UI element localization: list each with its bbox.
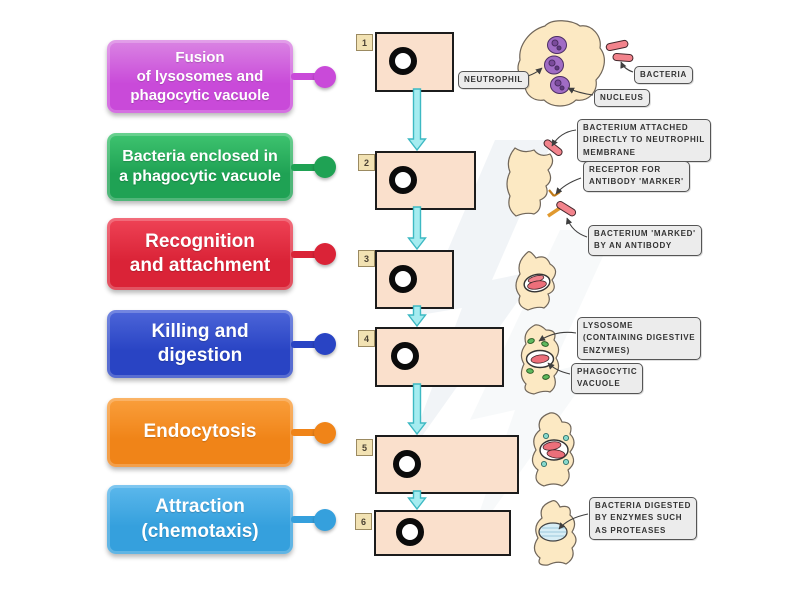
- endocytosis-illustration: [515, 251, 557, 311]
- connector-dot[interactable]: [314, 65, 336, 88]
- lysosome-illustration: [520, 324, 560, 395]
- annotation-nucleus: NUCLEUS: [594, 89, 650, 108]
- card-text: Recognition and attachment: [129, 230, 271, 276]
- annotation-bacteria-digested: BACTERIA DIGESTED BY ENZYMES SUCH AS PRO…: [589, 497, 698, 541]
- connector-stem: [291, 73, 323, 80]
- forming-vacuole: [523, 273, 551, 293]
- drop-target-ring[interactable]: [396, 518, 424, 546]
- label-card-attraction[interactable]: Attraction (chemotaxis): [107, 485, 336, 554]
- drop-target-ring[interactable]: [393, 450, 421, 478]
- step-number-6: 6: [355, 513, 372, 530]
- annotation-lysosome: LYSOSOME (CONTAINING DIGESTIVE ENZYMES): [577, 317, 702, 361]
- label-card-enclosed[interactable]: Bacteria enclosed in a phagocytic vacuol…: [107, 133, 336, 201]
- attachment-illustration: [506, 139, 577, 218]
- label-card-endocytosis[interactable]: Endocytosis: [107, 398, 336, 467]
- step-number-2: 2: [358, 154, 375, 171]
- card-text: Attraction (chemotaxis): [141, 496, 259, 542]
- cell-body: [520, 324, 560, 395]
- cell-membrane: [506, 147, 554, 217]
- digestion-illustration: [533, 500, 577, 566]
- marked-bacterium: [556, 200, 577, 217]
- answer-box-1[interactable]: [375, 32, 454, 92]
- fused-vacuole: [539, 439, 569, 461]
- antibody-marker: [547, 206, 561, 218]
- lysosome-granules: [526, 338, 550, 380]
- cell-body: [517, 20, 605, 107]
- connector-stem: [291, 516, 323, 523]
- fusing-lysosomes: [540, 432, 570, 468]
- connector-stem: [291, 163, 323, 171]
- connector-stem: [291, 250, 323, 258]
- answer-box-5[interactable]: [375, 435, 519, 494]
- receptor: [548, 189, 561, 197]
- label-card-fusion[interactable]: Fusion of lysosomes and phagocytic vacuo…: [107, 40, 336, 113]
- step-number-1: 1: [356, 34, 373, 51]
- fusion-illustration: [531, 412, 575, 487]
- card-text: Killing and digestion: [151, 320, 249, 366]
- card-text: Endocytosis: [143, 421, 257, 443]
- connector-dot[interactable]: [314, 333, 336, 355]
- phagocytic-vacuole: [525, 349, 555, 369]
- flow-arrow-down-5: [407, 490, 427, 510]
- engulfed-bacterium: [527, 280, 547, 290]
- drop-target-ring[interactable]: [391, 342, 419, 370]
- connector-dot[interactable]: [314, 156, 336, 178]
- annotation-neutrophil: NEUTROPHIL: [458, 71, 529, 90]
- nucleus-lobes: [544, 36, 570, 94]
- connector-dot[interactable]: [314, 421, 336, 444]
- answer-box-4[interactable]: [375, 327, 504, 387]
- connector-dot[interactable]: [314, 508, 336, 531]
- connector-stem: [291, 429, 323, 436]
- drop-target-ring[interactable]: [389, 265, 417, 293]
- card-text: Bacteria enclosed in a phagocytic vacuol…: [119, 147, 281, 185]
- step-number-3: 3: [358, 250, 375, 267]
- annotation-bacterium-attached: BACTERIUM ATTACHED DIRECTLY TO NEUTROPHI…: [577, 119, 711, 163]
- answer-box-3[interactable]: [375, 250, 454, 309]
- step-number-5: 5: [356, 439, 373, 456]
- answer-box-2[interactable]: [375, 151, 476, 210]
- label-card-recognition[interactable]: Recognition and attachment: [107, 218, 336, 290]
- flow-arrow-down-2: [407, 206, 427, 250]
- annotation-bacterium-marked: BACTERIUM 'MARKED' BY AN ANTIBODY: [588, 225, 702, 256]
- free-bacteria: [605, 39, 634, 62]
- label-card-killing[interactable]: Killing and digestion: [107, 310, 336, 378]
- step-number-4: 4: [358, 330, 375, 347]
- vacuole-bacterium: [530, 354, 550, 364]
- flow-arrow-down-3: [407, 305, 427, 327]
- digested-vacuole: [538, 522, 568, 542]
- annotation-phagocytic-vacuole: PHAGOCYTIC VACUOLE: [571, 363, 644, 394]
- drop-target-ring[interactable]: [389, 166, 417, 194]
- drop-target-ring[interactable]: [389, 47, 417, 75]
- annotation-bacteria: BACTERIA: [634, 66, 693, 85]
- card-text: Fusion of lysosomes and phagocytic vacuo…: [130, 48, 270, 105]
- annotation-receptor: RECEPTOR FOR ANTIBODY 'MARKER': [583, 161, 690, 192]
- cell-body: [531, 412, 575, 487]
- attached-bacterium: [543, 139, 563, 157]
- connector-dot[interactable]: [314, 243, 336, 265]
- answer-box-6[interactable]: [374, 510, 511, 556]
- cell-body: [515, 251, 557, 311]
- connector-stem: [291, 340, 323, 348]
- flow-arrow-down-4: [407, 383, 427, 435]
- cell-body: [533, 500, 577, 566]
- flow-arrow-down-1: [407, 88, 427, 151]
